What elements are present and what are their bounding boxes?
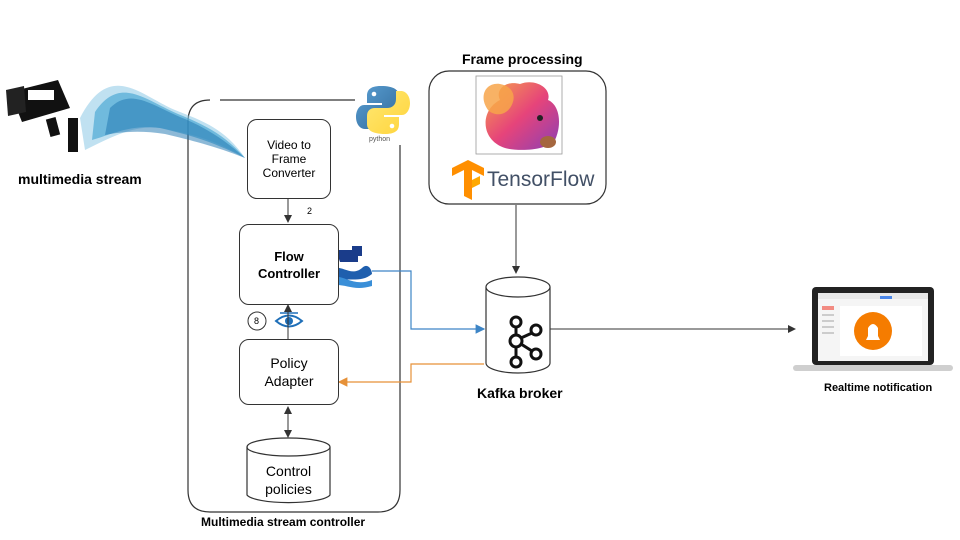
video-to-frame-line2: Frame <box>271 152 307 166</box>
step-8-label: 8 <box>254 316 260 326</box>
stream-controller-container <box>187 99 401 513</box>
stream-particles <box>80 85 245 158</box>
python-caption: python <box>369 136 391 143</box>
kafka-cylinder <box>485 276 551 374</box>
kafka-broker-label: Kafka broker <box>477 385 563 401</box>
flow-controller-line1: Flow <box>274 248 304 264</box>
eye-icon <box>274 312 304 328</box>
video-to-frame-line3: Converter <box>262 166 316 180</box>
flow-controller-line2: Controller <box>257 265 321 281</box>
stream-controller-label: Multimedia stream controller <box>201 515 366 529</box>
control-policies-label: Control policies <box>247 462 330 498</box>
frame-processing-title: Frame processing <box>462 51 583 67</box>
arrow-kafka-to-policy <box>337 363 484 387</box>
tensorflow-wordmark: TensorFlow <box>487 168 595 191</box>
cctv-camera-icon <box>6 80 78 152</box>
control-policies-line2: policies <box>265 481 312 497</box>
control-policies-line1: Control <box>265 463 312 479</box>
flink-logo <box>475 75 563 155</box>
tensorflow-icon <box>452 160 484 200</box>
step-8-circle <box>247 311 267 331</box>
kafka-logo <box>508 315 543 369</box>
control-policies-cylinder <box>246 437 331 504</box>
policy-adapter-box: Policy Adapter <box>239 339 339 405</box>
step-2-label: 2 <box>307 206 313 216</box>
video-to-frame-converter-box: Video to Frame Converter <box>247 119 331 199</box>
laptop-icon <box>793 287 953 371</box>
arrow-flow-to-kafka <box>372 270 486 334</box>
multimedia-stream-label: multimedia stream <box>18 171 142 187</box>
realtime-notification-label: Realtime notification <box>824 382 933 394</box>
flow-controller-box: Flow Controller <box>239 224 339 305</box>
water-tap-icon <box>330 246 372 288</box>
python-logo <box>356 86 410 134</box>
video-to-frame-line1: Video to <box>267 138 311 152</box>
policy-adapter-line2: Adapter <box>264 373 314 389</box>
policy-adapter-line1: Policy <box>270 355 308 371</box>
